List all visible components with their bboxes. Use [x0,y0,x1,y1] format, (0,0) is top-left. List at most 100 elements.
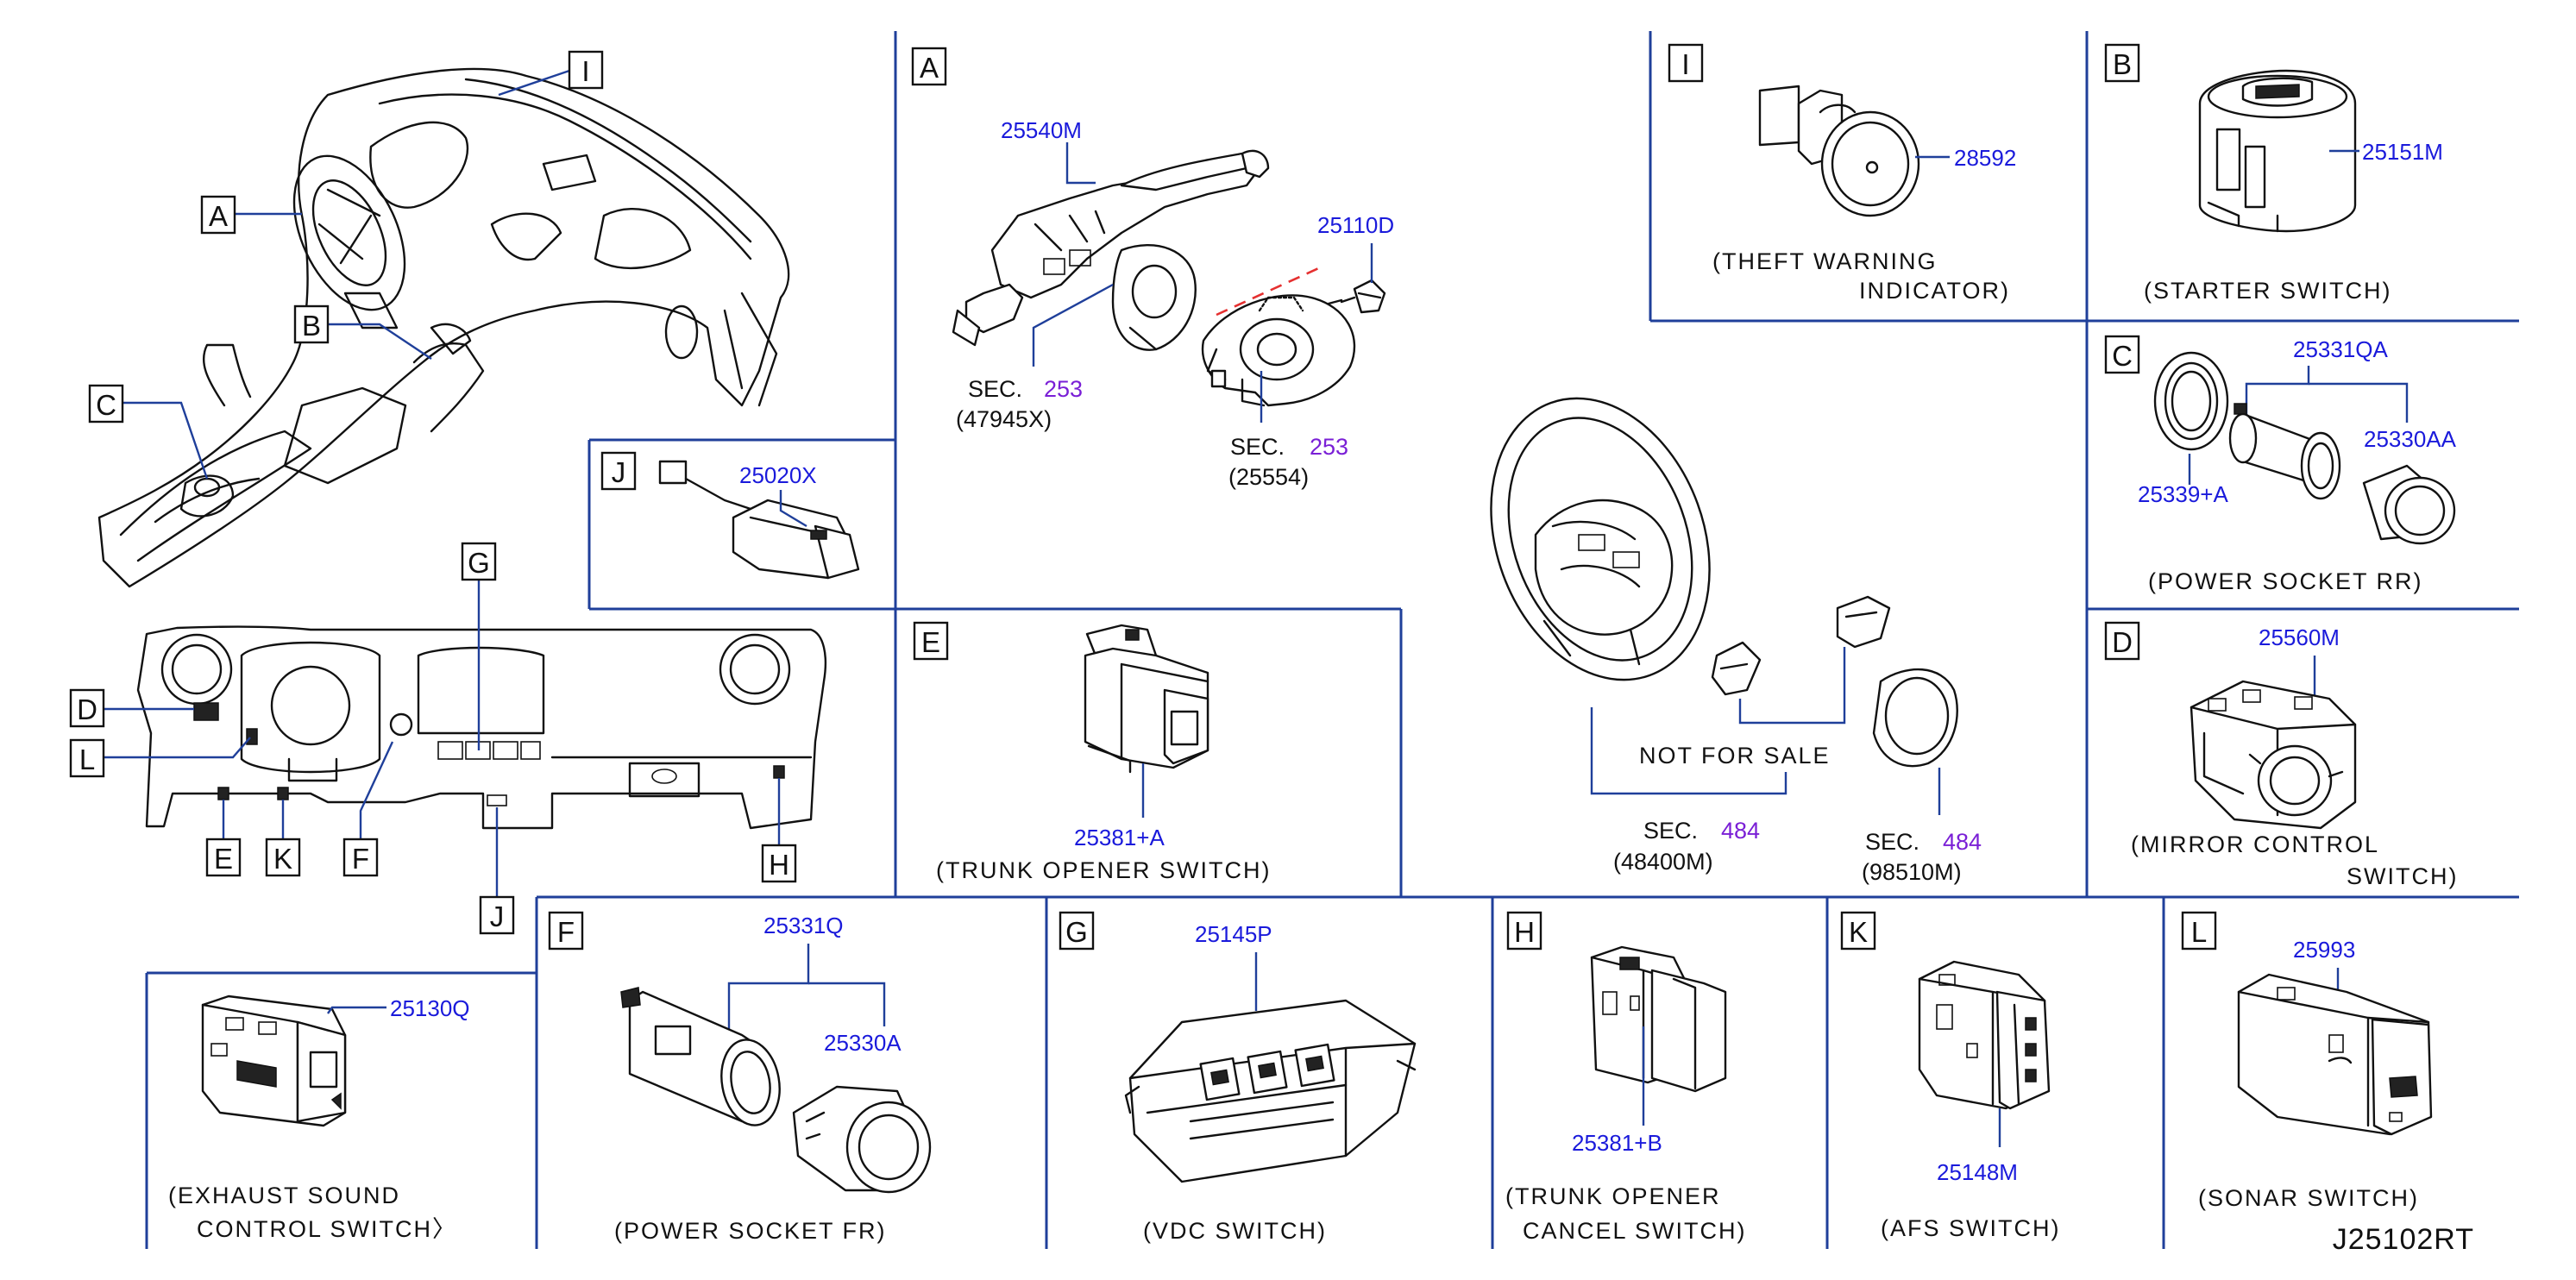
exhaust-sound-switch-drawing [201,995,347,1127]
panel-j: J 25020X [600,451,860,580]
panel-e-label: E [921,626,940,658]
panel-i-label: I [1681,48,1689,80]
dashboard-perspective-drawing [97,67,790,588]
caption-control-switch: CONTROL SWITCH〉 [197,1216,457,1242]
dashboard-front-view-drawing [136,625,827,830]
part-number-25381-b: 25381+B [1572,1130,1662,1156]
overview-label-b: B [302,310,321,342]
trunk-opener-switch-drawing [1084,624,1209,774]
trunk-opener-cancel-switch-drawing [1590,945,1727,1093]
panel-l-label: L [2191,916,2207,948]
part-number-28592: 28592 [1954,145,2016,171]
power-socket-fr-drawing [620,987,932,1194]
starter-switch-drawing [2198,69,2357,233]
part-number-25993: 25993 [2293,937,2355,963]
overview-label-g: G [468,547,490,579]
part-number-25560m: 25560M [2259,624,2340,650]
section-ref-2-number: 253 [1310,434,1348,460]
overview-label-e: E [214,843,233,875]
panel-h-label: H [1514,916,1535,948]
part-number-25148m: 25148M [1937,1159,2018,1185]
steering-wheel-section: NOT FOR SALE SEC. 484 (48400M) SEC. 484 … [1490,397,1982,885]
panel-b: B 25151M (STARTER SWITCH) [2104,43,2443,304]
section-ref-2-prefix: SEC. [1230,434,1285,460]
overview-label-f: F [352,843,369,875]
panel-k: K 25148M (AFS SWITCH) [1840,911,2058,1241]
steering-switch-right [1836,595,1891,649]
airbag-module-drawing [1872,668,1958,768]
panel-g: G 25145P (VDC SWITCH) [1059,911,1417,1244]
caption-trunk-opener-switch: (TRUNK OPENER SWITCH) [936,857,1272,883]
panel-exhaust: 25130Q (EXHAUST SOUND CONTROL SWITCH〉 [168,995,470,1242]
part-number-25020x: 25020X [739,462,817,488]
caption-power-socket-fr: (POWER SOCKET FR) [614,1218,887,1244]
part-number-25331qa: 25331QA [2293,336,2389,362]
section-ref-2-sub: (25554) [1228,464,1309,490]
section-ref-1-prefix: SEC. [968,376,1022,402]
panel-d: D 25560M (MIRROR CONTROL SWITCH) [2104,621,2458,889]
overview-label-l: L [79,744,95,775]
panel-f-label: F [557,916,575,948]
wheel-section-1-number: 484 [1721,818,1760,844]
mirror-control-switch-drawing [2190,680,2357,830]
overview-label-a: A [209,200,228,232]
panel-g-label: G [1065,916,1088,948]
panel-h: H 25381+B (TRUNK OPENER CANCEL SWITCH) [1505,911,1747,1244]
wheel-section-2-prefix: SEC. [1865,829,1919,855]
panel-a: A 25540M [911,47,1394,490]
section-ref-1-sub: (47945X) [956,406,1052,432]
caption-mirror-control: (MIRROR CONTROL [2131,831,2379,857]
sensor-drawing [658,460,860,580]
overview-top-callouts: I A B C [88,50,604,480]
wheel-section-1-sub: (48400M) [1613,849,1713,875]
caption-starter-switch: (STARTER SWITCH) [2144,278,2392,304]
caption-indicator: INDICATOR) [1859,278,2010,304]
theft-warning-indicator-drawing [1758,85,1920,217]
power-socket-rr-drawing [2153,351,2456,545]
part-number-25330a: 25330A [824,1030,902,1056]
steering-wheel-drawing [1490,397,1711,681]
panel-separators [145,31,2519,1249]
wheel-section-2-sub: (98510M) [1862,859,1962,885]
part-number-25540m: 25540M [1001,117,1082,143]
panel-d-label: D [2112,626,2133,658]
combination-switch-drawing [952,149,1270,351]
part-number-25110d: 25110D [1317,212,1394,238]
part-number-25330aa: 25330AA [2364,426,2457,452]
caption-theft-warning: (THEFT WARNING [1712,248,1937,274]
panel-i: I 28592 (THEFT WARNING INDICATOR) [1668,43,2016,304]
wheel-section-1-prefix: SEC. [1643,818,1698,844]
caption-power-socket-rr: (POWER SOCKET RR) [2148,568,2423,594]
part-number-25331q: 25331Q [763,913,844,938]
part-number-25145p: 25145P [1195,921,1272,947]
part-number-25151m: 25151M [2362,139,2443,165]
overview-label-c: C [96,389,116,421]
vdc-switch-drawing [1124,999,1417,1183]
drawing-code: J25102RT [2333,1223,2474,1256]
panel-k-label: K [1849,916,1868,948]
part-number-25381-a: 25381+A [1074,825,1165,850]
screw-drawing [1327,279,1386,314]
panel-j-label: J [612,456,626,488]
steering-switch-left [1711,641,1762,696]
panel-b-label: B [2113,48,2132,80]
panel-e: E 25381+A (TRUNK OPENER SWITCH) [913,621,1272,883]
overview-label-h: H [769,849,789,881]
caption-switch: SWITCH) [2347,863,2458,889]
caption-exhaust-sound: (EXHAUST SOUND [168,1183,400,1208]
panel-a-label: A [920,52,939,84]
overview-front-callouts: G D L E K F J H [69,542,797,935]
afs-switch-drawing [1918,960,2051,1110]
panel-f: F 25331Q 25330A (POWER SOCKET FR) [548,911,932,1244]
panel-l: L 25993 (SONAR SWITCH) [2181,911,2433,1211]
part-number-25130q: 25130Q [390,995,470,1021]
caption-trunk-opener: (TRUNK OPENER [1505,1183,1721,1209]
section-ref-1-number: 253 [1044,376,1083,402]
overview-label-d: D [77,693,97,725]
panel-c-label: C [2112,340,2133,372]
spiral-cable-drawing [1201,294,1356,407]
not-for-sale-label: NOT FOR SALE [1639,743,1831,769]
overview-label-i: I [581,55,589,87]
overview-label-j: J [490,900,505,932]
caption-cancel-switch: CANCEL SWITCH) [1523,1218,1747,1244]
